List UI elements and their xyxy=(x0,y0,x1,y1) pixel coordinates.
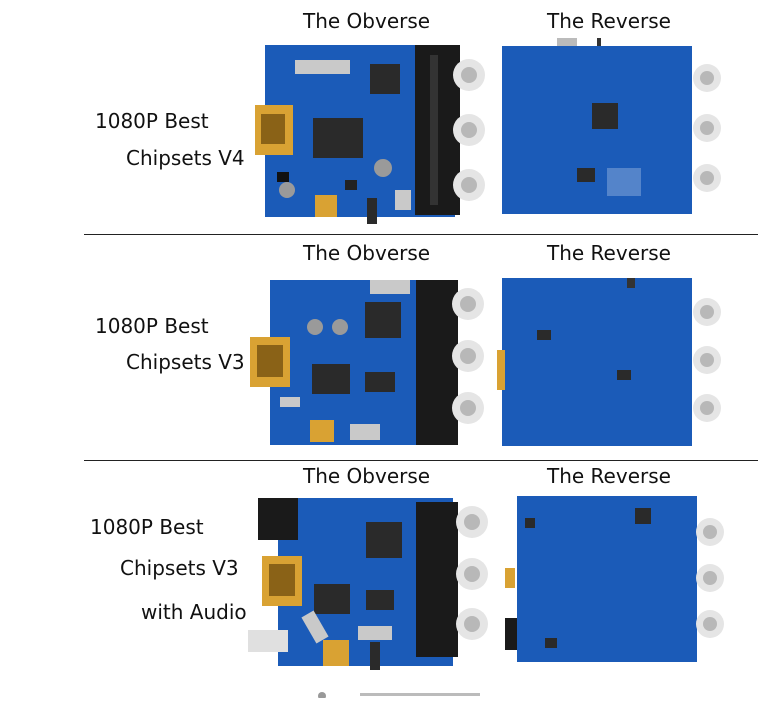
section-2-label-line2: Chipsets V3 xyxy=(126,350,245,374)
section-3-label-line2: Chipsets V3 xyxy=(120,556,239,580)
v3-obverse-board-photo xyxy=(250,272,490,452)
obverse-title-2: The Obverse xyxy=(303,241,431,265)
v3-audio-obverse-board-photo xyxy=(248,492,493,682)
divider-2 xyxy=(84,460,758,461)
v3-reverse-board-photo xyxy=(497,270,722,450)
v3-audio-reverse-board-photo xyxy=(505,488,725,668)
divider-1 xyxy=(84,234,758,235)
bottom-cropped-watermark xyxy=(300,683,530,700)
reverse-title-3: The Reverse xyxy=(547,464,671,488)
section-3-label-line1: 1080P Best xyxy=(90,515,204,539)
section-2-label-line1: 1080P Best xyxy=(95,314,209,338)
section-1-label-line2: Chipsets V4 xyxy=(126,146,245,170)
obverse-title-3: The Obverse xyxy=(303,464,431,488)
v4-obverse-board-photo xyxy=(255,40,490,230)
obverse-title-1: The Obverse xyxy=(303,9,431,33)
section-1-label-line1: 1080P Best xyxy=(95,109,209,133)
reverse-title-1: The Reverse xyxy=(547,9,671,33)
v4-reverse-board-photo xyxy=(497,38,722,218)
section-3-label-line3: with Audio xyxy=(141,600,247,624)
reverse-title-2: The Reverse xyxy=(547,241,671,265)
